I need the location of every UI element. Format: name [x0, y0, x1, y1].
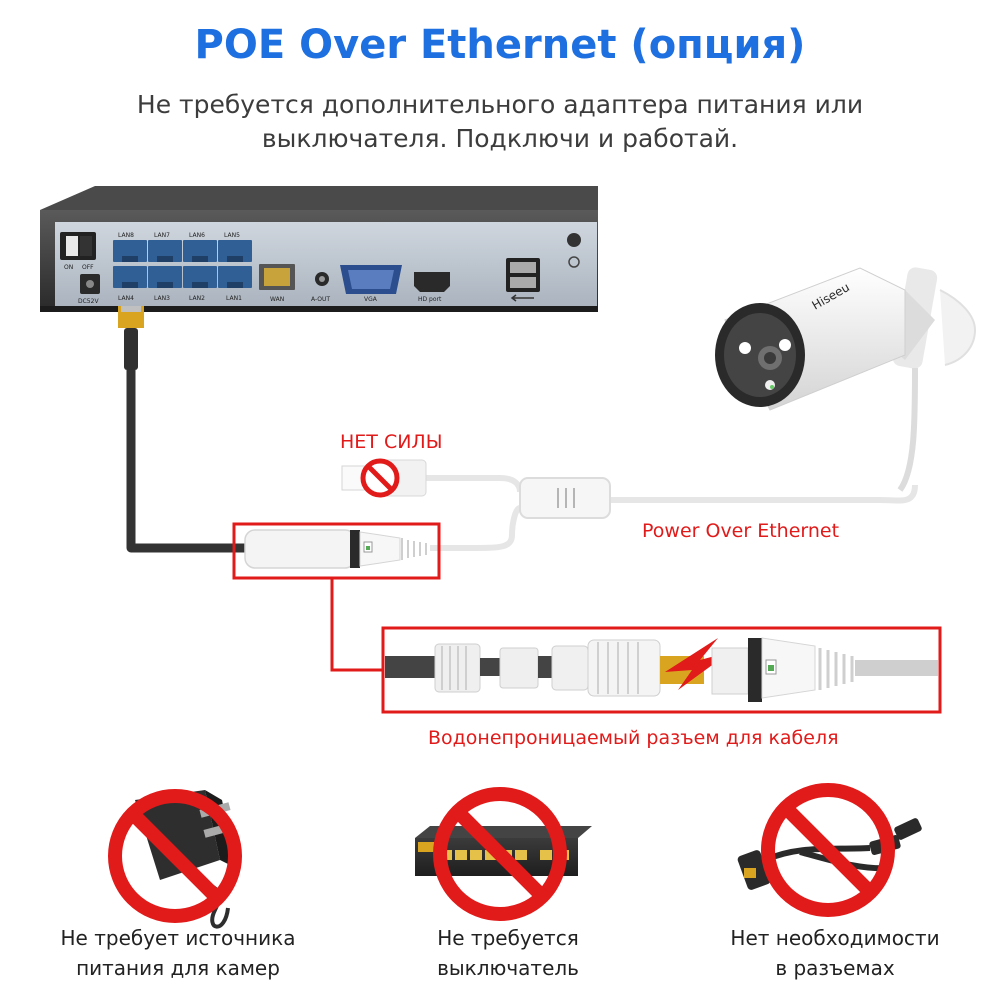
- no-power-label: НЕТ СИЛЫ: [340, 431, 443, 453]
- lan2-label: LAN2: [189, 295, 205, 302]
- poe-label: Power Over Ethernet: [642, 520, 840, 542]
- subtitle-line-1: Не требуется дополнительного адаптера пи…: [136, 90, 864, 119]
- lan4-label: LAN4: [118, 295, 134, 302]
- vga-label: VGA: [364, 296, 378, 303]
- hdmi-port: [414, 272, 450, 292]
- lan-ports: [113, 240, 252, 288]
- caption-no-adapter-line1: Не требует источника: [60, 926, 296, 950]
- on-label: ON: [64, 264, 73, 271]
- no-sign-icon-2: [433, 787, 567, 921]
- lan6-label: LAN6: [189, 232, 205, 239]
- no-power-icon: [360, 458, 400, 498]
- wan-label: WAN: [270, 296, 284, 303]
- caption-no-adapter: Не требует источника питания для камер: [28, 923, 328, 983]
- splitter-box: [519, 477, 611, 519]
- page-subtitle: Не требуется дополнительного адаптера пи…: [0, 88, 1000, 156]
- no-sign-icon-3: [761, 783, 895, 917]
- caption-no-connectors-line1: Нет необходимости: [730, 926, 940, 950]
- lan-cable-dark: [118, 306, 250, 553]
- waterproof-connector-small: [244, 529, 427, 569]
- waterproof-connector-zoom: [385, 637, 938, 702]
- dc-label: DC52V: [78, 298, 99, 305]
- off-label: OFF: [82, 264, 94, 271]
- caption-no-connectors: Нет необходимости в разъемах: [685, 923, 985, 983]
- subtitle-line-2: выключателя. Подключи и работай.: [261, 124, 739, 153]
- caption-no-connectors-line2: в разъемах: [775, 956, 895, 980]
- waterproof-label: Водонепроницаемый разъем для кабеля: [428, 727, 839, 749]
- lan8-label: LAN8: [118, 232, 134, 239]
- lightning-icon: [665, 638, 730, 690]
- caption-no-adapter-line2: питания для камер: [76, 956, 280, 980]
- ground-screw: [567, 233, 581, 247]
- caption-no-switch-line2: выключатель: [437, 956, 579, 980]
- hdmi-label: HD port: [418, 296, 442, 303]
- lan3-label: LAN3: [154, 295, 170, 302]
- bullet-camera: Hiseeu: [715, 267, 977, 492]
- audio-label: A-OUT: [311, 296, 330, 303]
- lan5-label: LAN5: [224, 232, 240, 239]
- caption-no-switch: Не требуется выключатель: [358, 923, 658, 983]
- nvr-device: LAN8 LAN7 LAN6 LAN5 LAN4 LAN3 LAN2 LAN1 …: [40, 186, 598, 312]
- highlight-box-small: [232, 522, 441, 580]
- zoom-connector: [330, 578, 383, 672]
- lan7-label: LAN7: [154, 232, 170, 239]
- no-sign-icon-1: [108, 789, 242, 923]
- page-title: POE Over Ethernet (опция): [194, 22, 806, 68]
- caption-no-switch-line1: Не требуется: [437, 926, 579, 950]
- nvr-top: [40, 186, 598, 210]
- lan1-label: LAN1: [226, 295, 242, 302]
